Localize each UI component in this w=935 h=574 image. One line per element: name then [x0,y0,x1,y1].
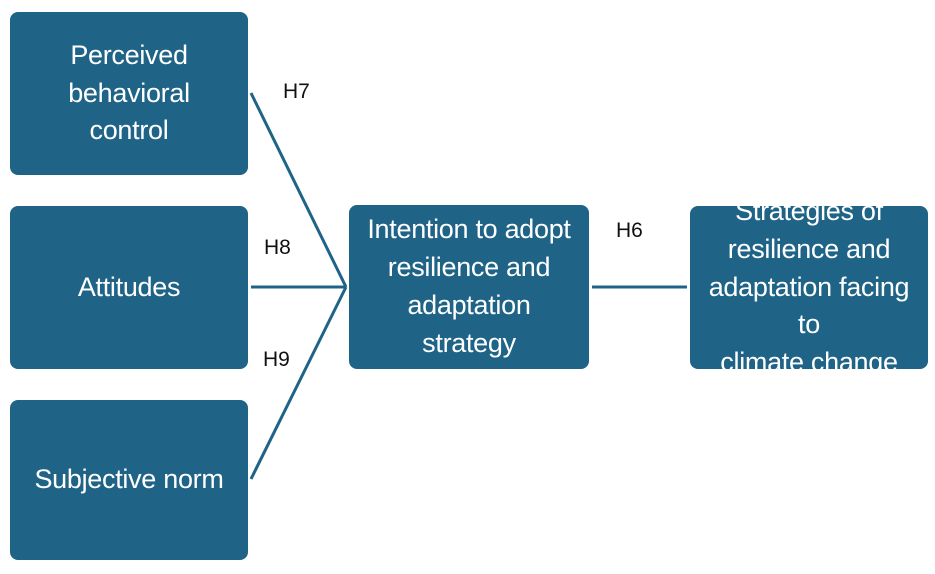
hypothesis-h9-label: H9 [263,348,290,371]
perceived-behavioral-control-label: Perceived behavioral control [68,39,190,146]
attitudes-box: Attitudes [10,206,248,369]
hypothesis-h8-label: H8 [264,236,291,259]
subjective-norm-label: Subjective norm [34,464,224,495]
connector-h9 [249,286,348,480]
intention-box: Intention to adopt resilience and adapta… [349,205,589,369]
hypothesis-h7-label: H7 [283,80,310,103]
hypothesis-h6-label: H6 [616,219,643,242]
attitudes-label: Attitudes [77,271,181,302]
subjective-norm-box: Subjective norm [10,400,248,560]
strategies-label: Strategies of resilience and adaptation … [708,196,910,378]
intention-label: Intention to adopt resilience and adapta… [367,214,571,358]
strategies-box: Strategies of resilience and adaptation … [690,196,928,377]
connector-h7 [249,92,348,288]
perceived-behavioral-control-box: Perceived behavioral control [10,12,248,175]
